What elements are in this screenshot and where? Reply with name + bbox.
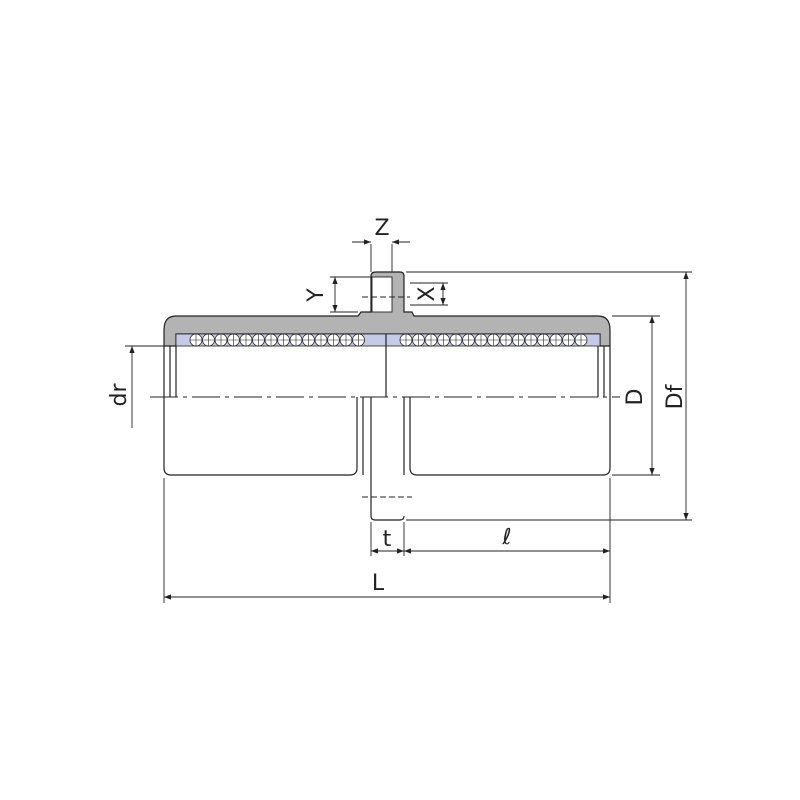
ball-cross xyxy=(425,334,437,346)
ball-cross xyxy=(327,334,340,346)
label-d: D xyxy=(623,389,648,406)
ball-cross xyxy=(500,334,512,346)
label-x: X xyxy=(415,286,440,301)
label-z: Z xyxy=(374,216,389,241)
dim-d: D xyxy=(612,315,660,476)
ball-cross xyxy=(252,334,265,346)
label-dr: dr xyxy=(107,383,132,407)
ball-cross xyxy=(215,334,227,346)
ball-cross xyxy=(240,334,252,346)
ball-cross xyxy=(475,334,487,346)
dim-dr: dr xyxy=(107,345,164,428)
ball-row xyxy=(189,333,588,347)
ball-cross xyxy=(340,334,352,346)
label-l-small: ℓ xyxy=(501,525,511,550)
dim-df: Df xyxy=(406,271,692,521)
dim-l-small: ℓ xyxy=(404,525,610,554)
label-l-total: L xyxy=(372,571,385,596)
ball-cross xyxy=(290,334,302,346)
ball-cross xyxy=(450,334,462,346)
ball-cross xyxy=(412,334,425,346)
ball-cross xyxy=(437,334,450,346)
label-df: Df xyxy=(663,383,688,409)
dim-l-total: L xyxy=(163,478,611,603)
ball-cross xyxy=(575,334,587,346)
ball-cross xyxy=(302,334,315,346)
ball-cross xyxy=(400,334,412,346)
ball-cross xyxy=(352,334,365,346)
dim-x: X xyxy=(410,282,448,306)
ball-cross xyxy=(277,334,290,346)
ball-cross xyxy=(537,334,550,346)
outer-shell xyxy=(163,271,611,347)
ball-cross xyxy=(462,334,475,346)
ball-cross xyxy=(265,334,277,346)
ball-cross xyxy=(512,334,525,346)
ball-cross xyxy=(525,334,537,346)
label-y: Y xyxy=(304,288,329,303)
dim-t: t xyxy=(370,522,405,556)
ball-cross xyxy=(227,334,240,346)
ball-cross xyxy=(202,334,215,346)
ball-cross xyxy=(190,334,202,346)
ball-cross xyxy=(550,334,562,346)
label-t: t xyxy=(383,527,392,552)
dim-y: Y xyxy=(304,276,371,313)
dim-z: Z xyxy=(352,216,410,272)
ball-cross xyxy=(487,334,500,346)
ball-cross xyxy=(562,334,575,346)
body-outline xyxy=(150,296,620,521)
ball-cross xyxy=(315,334,327,346)
